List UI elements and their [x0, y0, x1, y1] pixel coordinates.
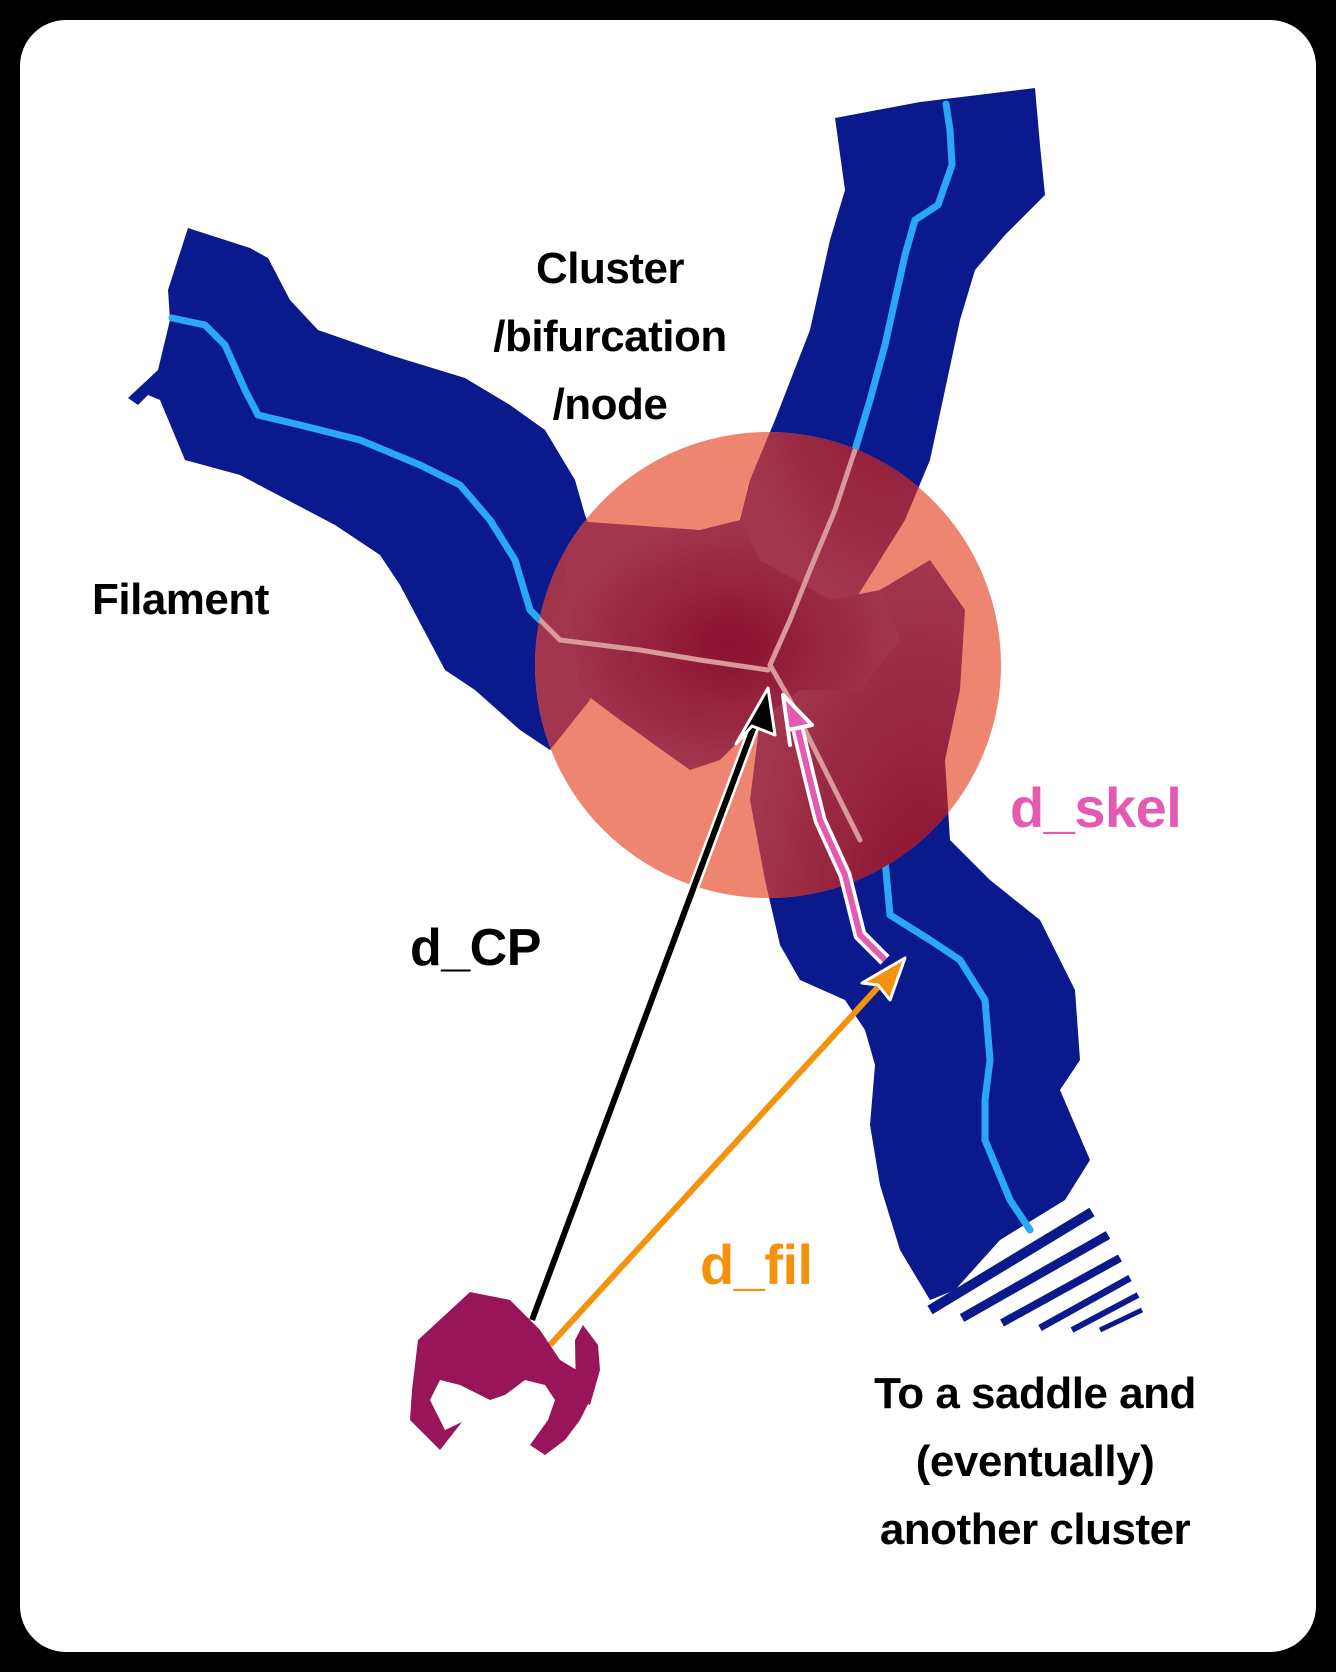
diagram-panel: Cluster /bifurcation /node Filament d_sk…: [20, 20, 1316, 1652]
saddle-label-line-1: To a saddle and: [800, 1360, 1270, 1428]
saddle-label-line-2: (eventually): [800, 1428, 1270, 1496]
saddle-label: To a saddle and (eventually) another clu…: [800, 1360, 1270, 1564]
filament-label: Filament: [92, 575, 269, 625]
cluster-label-line-3: /node: [440, 371, 780, 439]
saddle-label-line-3: another cluster: [800, 1496, 1270, 1564]
d-fil-label: d_fil: [700, 1232, 813, 1297]
d-skel-label: d_skel: [1010, 775, 1181, 840]
cluster-label: Cluster /bifurcation /node: [440, 235, 780, 439]
d-cp-label: d_CP: [410, 918, 541, 978]
cluster-label-line-2: /bifurcation: [440, 303, 780, 371]
spiral-galaxy-icon: [410, 1292, 600, 1455]
cluster-label-line-1: Cluster: [440, 235, 780, 303]
